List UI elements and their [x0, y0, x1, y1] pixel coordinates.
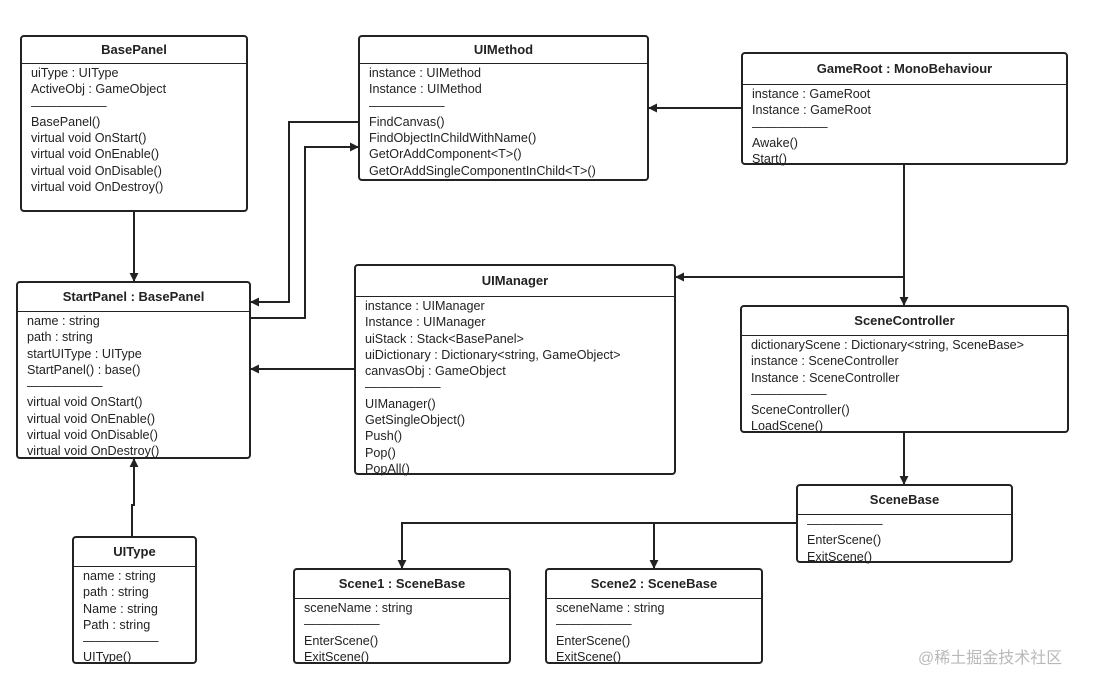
class-member: Instance : UIMethod	[369, 82, 482, 97]
class-scene1-title: Scene1 : SceneBase	[295, 570, 509, 599]
class-member: virtual void OnEnable()	[31, 147, 160, 162]
class-member: ExitScene()	[807, 549, 873, 564]
class-startpanel-title: StartPanel : BasePanel	[18, 283, 249, 312]
class-member: FindCanvas()	[369, 114, 445, 129]
class-member: GetSingleObject()	[365, 413, 466, 428]
class-scenecontroller[interactable]: SceneController dictionaryScene : Dictio…	[740, 305, 1069, 433]
class-member: Instance : UIManager	[365, 315, 486, 330]
class-scenebase[interactable]: SceneBase —————— EnterScene() ExitScene(…	[796, 484, 1013, 564]
class-uitype-title: UIType	[74, 538, 195, 567]
compartment-divider: ——————	[556, 617, 632, 632]
class-gameroot[interactable]: GameRoot : MonoBehaviour instance : Game…	[741, 52, 1068, 167]
class-member: GetOrAddComponent<T>()	[369, 147, 522, 162]
compartment-divider: ——————	[751, 386, 827, 401]
arrow-startpanel-to-uimethod	[251, 142, 359, 319]
compartment-divider: ——————	[369, 98, 445, 113]
class-member: virtual void OnDestroy()	[31, 180, 164, 195]
class-member: virtual void OnEnable()	[27, 411, 156, 426]
class-member: PopAll()	[365, 461, 410, 476]
class-member: sceneName : string	[304, 601, 413, 615]
arrow-gameroot-to-uimanager	[675, 164, 905, 282]
class-member: Start()	[752, 152, 787, 167]
arrow-scenebase-to-scene1	[397, 522, 796, 569]
compartment-divider: ——————	[304, 617, 380, 632]
class-member: Instance : GameRoot	[752, 103, 872, 118]
class-basepanel[interactable]: BasePanel uiType : UIType ActiveObj : Ga…	[20, 35, 248, 212]
class-member: Push()	[365, 429, 403, 444]
class-member: BasePanel()	[31, 114, 101, 129]
class-member: StartPanel() : base()	[27, 362, 141, 377]
class-member: UIType()	[83, 650, 132, 665]
class-scenebase-title: SceneBase	[798, 486, 1011, 515]
class-member: virtual void OnStart()	[27, 395, 143, 410]
class-member: virtual void OnDisable()	[31, 163, 162, 178]
class-member: ExitScene()	[304, 649, 370, 664]
class-basepanel-title: BasePanel	[22, 37, 246, 64]
class-uimanager-title: UIManager	[356, 266, 674, 297]
class-member: FindObjectInChildWithName()	[369, 131, 537, 146]
class-scene1[interactable]: Scene1 : SceneBase sceneName : string ——…	[293, 568, 511, 664]
class-member: instance : SceneController	[751, 354, 899, 369]
class-member: GetOrAddSingleComponentInChild<T>()	[369, 163, 596, 178]
class-member: Path : string	[83, 617, 151, 632]
class-member: uiType : UIType	[31, 66, 119, 80]
arrow-uitype-to-startpanel	[129, 458, 139, 536]
class-member: ExitScene()	[556, 649, 622, 664]
class-uitype[interactable]: UIType name : string path : string Name …	[72, 536, 197, 664]
class-member: startUIType : UIType	[27, 346, 142, 361]
class-member: EnterScene()	[304, 633, 379, 648]
class-scene2-title: Scene2 : SceneBase	[547, 570, 761, 599]
class-scenecontroller-title: SceneController	[742, 307, 1067, 336]
class-scene2[interactable]: Scene2 : SceneBase sceneName : string ——…	[545, 568, 763, 664]
class-uimethod-title: UIMethod	[360, 37, 647, 64]
class-member: name : string	[83, 569, 156, 583]
class-member: canvasObj : GameObject	[365, 364, 506, 379]
class-member: dictionaryScene : Dictionary<string, Sce…	[751, 338, 1025, 352]
class-member: Name : string	[83, 601, 158, 616]
class-member: path : string	[27, 330, 93, 345]
compartment-divider: ——————	[365, 380, 441, 395]
compartment-divider: ——————	[752, 119, 828, 134]
class-gameroot-title: GameRoot : MonoBehaviour	[743, 54, 1066, 85]
class-member: path : string	[83, 585, 149, 600]
class-member: virtual void OnDisable()	[27, 428, 158, 443]
class-member: uiStack : Stack<BasePanel>	[365, 331, 524, 346]
class-member: instance : UIMethod	[369, 66, 482, 80]
class-member: EnterScene()	[556, 633, 631, 648]
class-member: Instance : SceneController	[751, 370, 900, 385]
watermark-text: @稀土掘金技术社区	[918, 650, 1063, 667]
compartment-divider: ——————	[83, 634, 159, 649]
compartment-divider: ——————	[807, 517, 883, 531]
class-member: ActiveObj : GameObject	[31, 82, 167, 97]
class-member: Awake()	[752, 135, 798, 150]
compartment-divider: ——————	[27, 379, 103, 394]
class-member: uiDictionary : Dictionary<string, GameOb…	[365, 347, 621, 362]
compartment-divider: ——————	[31, 98, 107, 113]
class-member: Pop()	[365, 445, 396, 460]
class-member: LoadScene()	[751, 419, 824, 434]
class-member: name : string	[27, 314, 100, 328]
class-member: instance : UIManager	[365, 299, 485, 313]
arrow-uimethod-to-startpanel	[250, 121, 358, 307]
class-member: UIManager()	[365, 396, 436, 411]
class-member: EnterScene()	[807, 533, 882, 548]
class-uimethod[interactable]: UIMethod instance : UIMethod Instance : …	[358, 35, 649, 181]
class-member: instance : GameRoot	[752, 87, 871, 101]
class-member: virtual void OnStart()	[31, 131, 147, 146]
class-member: virtual void OnDestroy()	[27, 444, 160, 459]
class-startpanel[interactable]: StartPanel : BasePanel name : string pat…	[16, 281, 251, 459]
class-member: sceneName : string	[556, 601, 665, 615]
class-uimanager[interactable]: UIManager instance : UIManager Instance …	[354, 264, 676, 476]
class-member: SceneController()	[751, 403, 850, 418]
